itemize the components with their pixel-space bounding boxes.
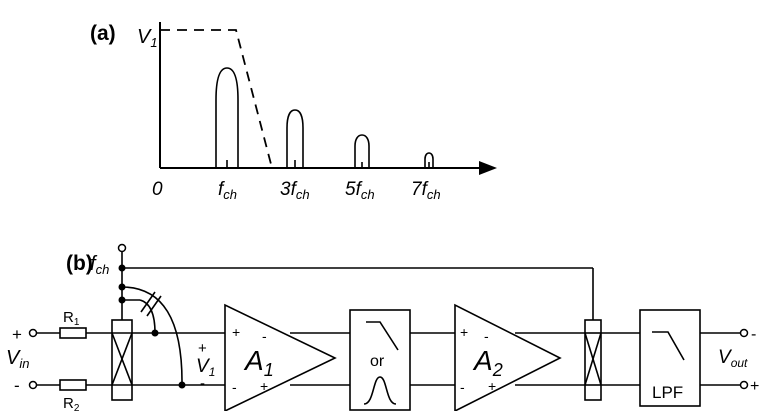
- resistor-r2: [59, 379, 87, 391]
- vin-label: Vin: [6, 347, 29, 371]
- clock-terminal: [117, 243, 127, 253]
- cap-junction-top: [151, 329, 159, 337]
- sinc-envelope-dashed: [160, 29, 273, 169]
- filter-or-label: or: [370, 353, 385, 370]
- x-tick-7fch: 7fch: [411, 179, 441, 202]
- output-chopper-cross-2: [584, 332, 602, 386]
- resistor-r1: [59, 327, 87, 339]
- a1-out-minus: -: [262, 328, 267, 344]
- filter-bandpass-icon: [363, 376, 397, 405]
- a2-out-plus: +: [488, 378, 496, 394]
- peak-fch: [215, 67, 239, 168]
- cap-junction-bottom: [178, 381, 186, 389]
- panel-b: (b) fch + Vin - R1 R2: [6, 243, 759, 411]
- x-axis-arrowhead: [479, 161, 497, 175]
- amplifier-a2: [454, 303, 562, 411]
- x-tick-5fch: 5fch: [345, 179, 375, 202]
- panel-b-label: (b): [66, 252, 93, 275]
- a1-out-plus: +: [260, 378, 268, 394]
- peak-7fch: [424, 152, 434, 168]
- panel-a: (a) V1 0 fch 3fch 5fch 7fch: [90, 22, 497, 202]
- input-terminal-minus: [28, 380, 38, 390]
- lpf-icon: [652, 331, 685, 361]
- x-tick-fch: fch: [218, 179, 237, 202]
- output-plus-sign: +: [750, 378, 759, 395]
- output-terminal-bottom: [739, 380, 749, 390]
- v1-plus-sign: +: [198, 340, 207, 357]
- lpf-block: [639, 309, 701, 407]
- lpf-label: LPF: [652, 383, 683, 402]
- input-terminal-plus: [28, 328, 38, 338]
- a1-label: A1: [243, 345, 274, 380]
- v1-label: V1: [196, 356, 215, 379]
- a2-in-minus: -: [460, 379, 465, 395]
- r1-label: R1: [63, 309, 80, 328]
- vout-label: Vout: [718, 347, 748, 370]
- capacitor-plate-2: [146, 295, 162, 317]
- cap-wire-top-arc: [121, 286, 183, 386]
- x-tick-3fch: 3fch: [280, 179, 310, 202]
- output-minus-sign: -: [751, 326, 756, 343]
- peak-5fch: [354, 134, 370, 168]
- input-plus-sign: +: [12, 325, 22, 344]
- v1-level-label: V1: [137, 26, 158, 50]
- cap-wire-bottom-arc: [139, 299, 156, 334]
- input-chopper-cross-2: [111, 332, 133, 386]
- a1-in-plus: +: [232, 324, 240, 340]
- filter-block: [349, 309, 411, 411]
- a2-in-plus: +: [460, 324, 468, 340]
- clock-junction-top: [118, 264, 126, 272]
- a1-in-minus: -: [232, 379, 237, 395]
- capacitor-plate-1: [140, 291, 156, 313]
- input-minus-sign: -: [14, 376, 20, 395]
- peak-3fch: [286, 109, 304, 168]
- a2-out-minus: -: [484, 328, 489, 344]
- panel-a-label: (a): [90, 22, 116, 45]
- v1-minus-sign: -: [200, 375, 205, 392]
- a2-label: A2: [472, 345, 503, 380]
- x-tick-0: 0: [152, 179, 163, 200]
- clock-label: fch: [90, 253, 109, 277]
- r2-label: R2: [63, 395, 80, 411]
- output-terminal-top: [739, 328, 749, 338]
- filter-lowpass-icon: [366, 321, 399, 351]
- amplifier-a1: [224, 303, 337, 411]
